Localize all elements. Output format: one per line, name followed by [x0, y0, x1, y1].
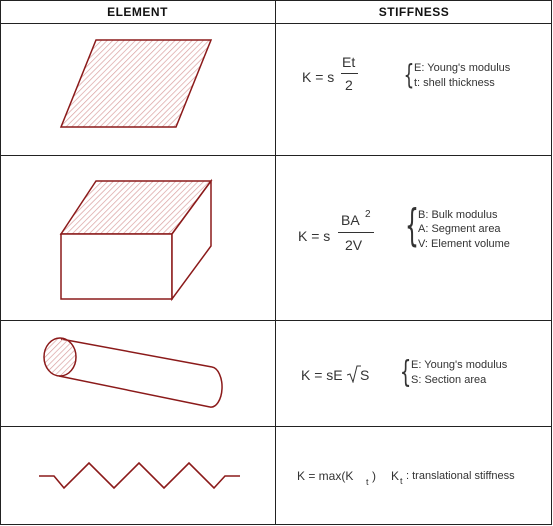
- row1-fraction-bar: [341, 73, 358, 74]
- row3-formula-lhs: K = sE: [301, 367, 343, 383]
- row3-formula-root: S: [360, 367, 370, 383]
- row2-note-1: B: Bulk modulus: [418, 209, 498, 221]
- row3-brace: {: [399, 355, 412, 390]
- row4-formula-lhs: K = max(K: [297, 469, 354, 483]
- row4-note-1: : translational stiffness: [406, 470, 515, 482]
- row4-formula-subscript: t: [366, 477, 369, 487]
- spring-zigzag-icon: [39, 461, 240, 490]
- solid-box-icon: [59, 178, 213, 302]
- square-root-icon: [347, 365, 361, 383]
- row1-note-1: E: Young's modulus: [414, 62, 511, 74]
- row2-note-2: A: Segment area: [418, 223, 501, 235]
- row4-symbol: K: [391, 469, 400, 483]
- header-stiffness: STIFFNESS: [378, 5, 450, 19]
- row1-formula-lhs: K = s: [302, 69, 335, 85]
- row2-formula-denominator: 2V: [345, 237, 363, 253]
- shell-parallelogram-icon: [59, 39, 213, 128]
- row2-formula-numerator: BA: [341, 212, 360, 228]
- beam-cylinder-icon: [43, 337, 223, 408]
- row1-formula-denominator: 2: [345, 77, 353, 93]
- row2-brace: {: [405, 200, 419, 251]
- row4-formula-rhs: ): [372, 469, 376, 483]
- row1-formula-numerator: Et: [342, 54, 356, 70]
- row1-brace: {: [403, 58, 415, 91]
- row3-note-2: S: Section area: [411, 374, 487, 386]
- row1-note-2: t: shell thickness: [414, 77, 495, 89]
- row2-fraction-bar: [338, 232, 374, 233]
- row2-formula-exponent: 2: [365, 209, 371, 220]
- row4-symbol-subscript: t: [400, 476, 403, 486]
- row2-note-3: V: Element volume: [418, 238, 510, 250]
- row2-formula-lhs: K = s: [298, 228, 331, 244]
- row3-note-1: E: Young's modulus: [411, 359, 508, 371]
- header-element: ELEMENT: [107, 5, 168, 19]
